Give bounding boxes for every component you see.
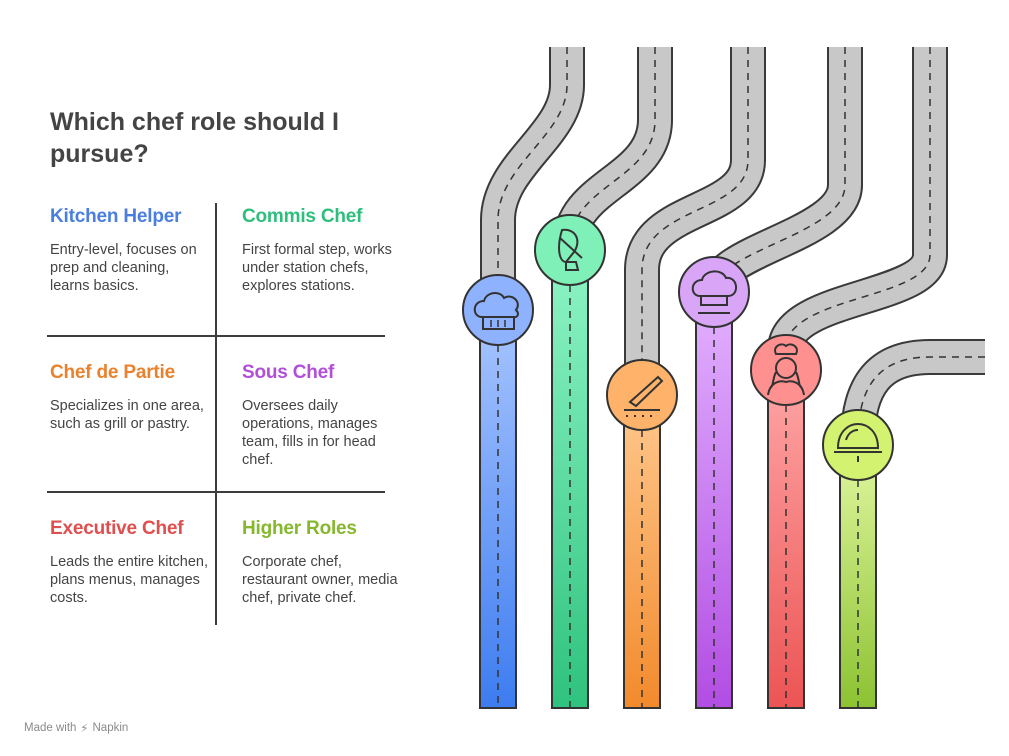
female-chef-icon [750, 334, 822, 406]
role-card-executive-chef: Executive Chef Leads the entire kitchen,… [50, 517, 210, 607]
role-card-kitchen-helper: Kitchen Helper Entry-level, focuses on p… [50, 205, 210, 295]
role-title: Sous Chef [242, 362, 335, 383]
role-card-chef-de-partie: Chef de Partie Specializes in one area, … [50, 361, 210, 433]
role-title: Commis Chef [242, 206, 363, 227]
footer-made-with: Made with [24, 722, 77, 734]
role-card-sous-chef: Sous Chef Oversees daily operations, man… [242, 361, 402, 469]
footer: Made with ⚡ Napkin [24, 721, 128, 735]
knife-icon [606, 359, 678, 431]
toque-icon [678, 256, 750, 328]
role-description: Corporate chef, restaurant owner, media … [242, 554, 398, 606]
role-title: Kitchen Helper [50, 206, 182, 227]
footer-brand: Napkin [92, 722, 129, 734]
path-chef-de-partie [623, 394, 661, 709]
role-title: Executive Chef [50, 518, 184, 539]
path-higher-roles [839, 444, 877, 709]
path-sous-chef [695, 291, 733, 709]
path-kitchen-helper [479, 309, 517, 709]
role-description: Entry-level, focuses on prep and cleanin… [50, 242, 197, 294]
road-kitchen-helper [480, 47, 585, 310]
napkin-logo-icon: ⚡ [80, 723, 89, 735]
role-description: Leads the entire kitchen, plans menus, m… [50, 554, 208, 606]
road-chef-de-partie [624, 47, 766, 395]
path-executive-chef [767, 369, 805, 709]
role-description: Specializes in one area, such as grill o… [50, 398, 204, 432]
grid-divider-horizontal [47, 491, 385, 493]
whisk-icon [534, 214, 606, 286]
role-card-commis-chef: Commis Chef First formal step, works und… [242, 205, 402, 295]
cloche-icon [822, 409, 894, 481]
role-description: Oversees daily operations, manages team,… [242, 398, 378, 468]
role-card-higher-roles: Higher Roles Corporate chef, restaurant … [242, 517, 402, 607]
role-description: First formal step, works under station c… [242, 242, 392, 294]
chef-hat-icon [462, 274, 534, 346]
path-commis-chef [551, 249, 589, 709]
role-title: Higher Roles [242, 518, 357, 539]
grid-divider-vertical [215, 203, 217, 625]
page-title: Which chef role should I pursue? [50, 108, 339, 168]
grid-divider-horizontal [47, 335, 385, 337]
role-title: Chef de Partie [50, 362, 175, 383]
